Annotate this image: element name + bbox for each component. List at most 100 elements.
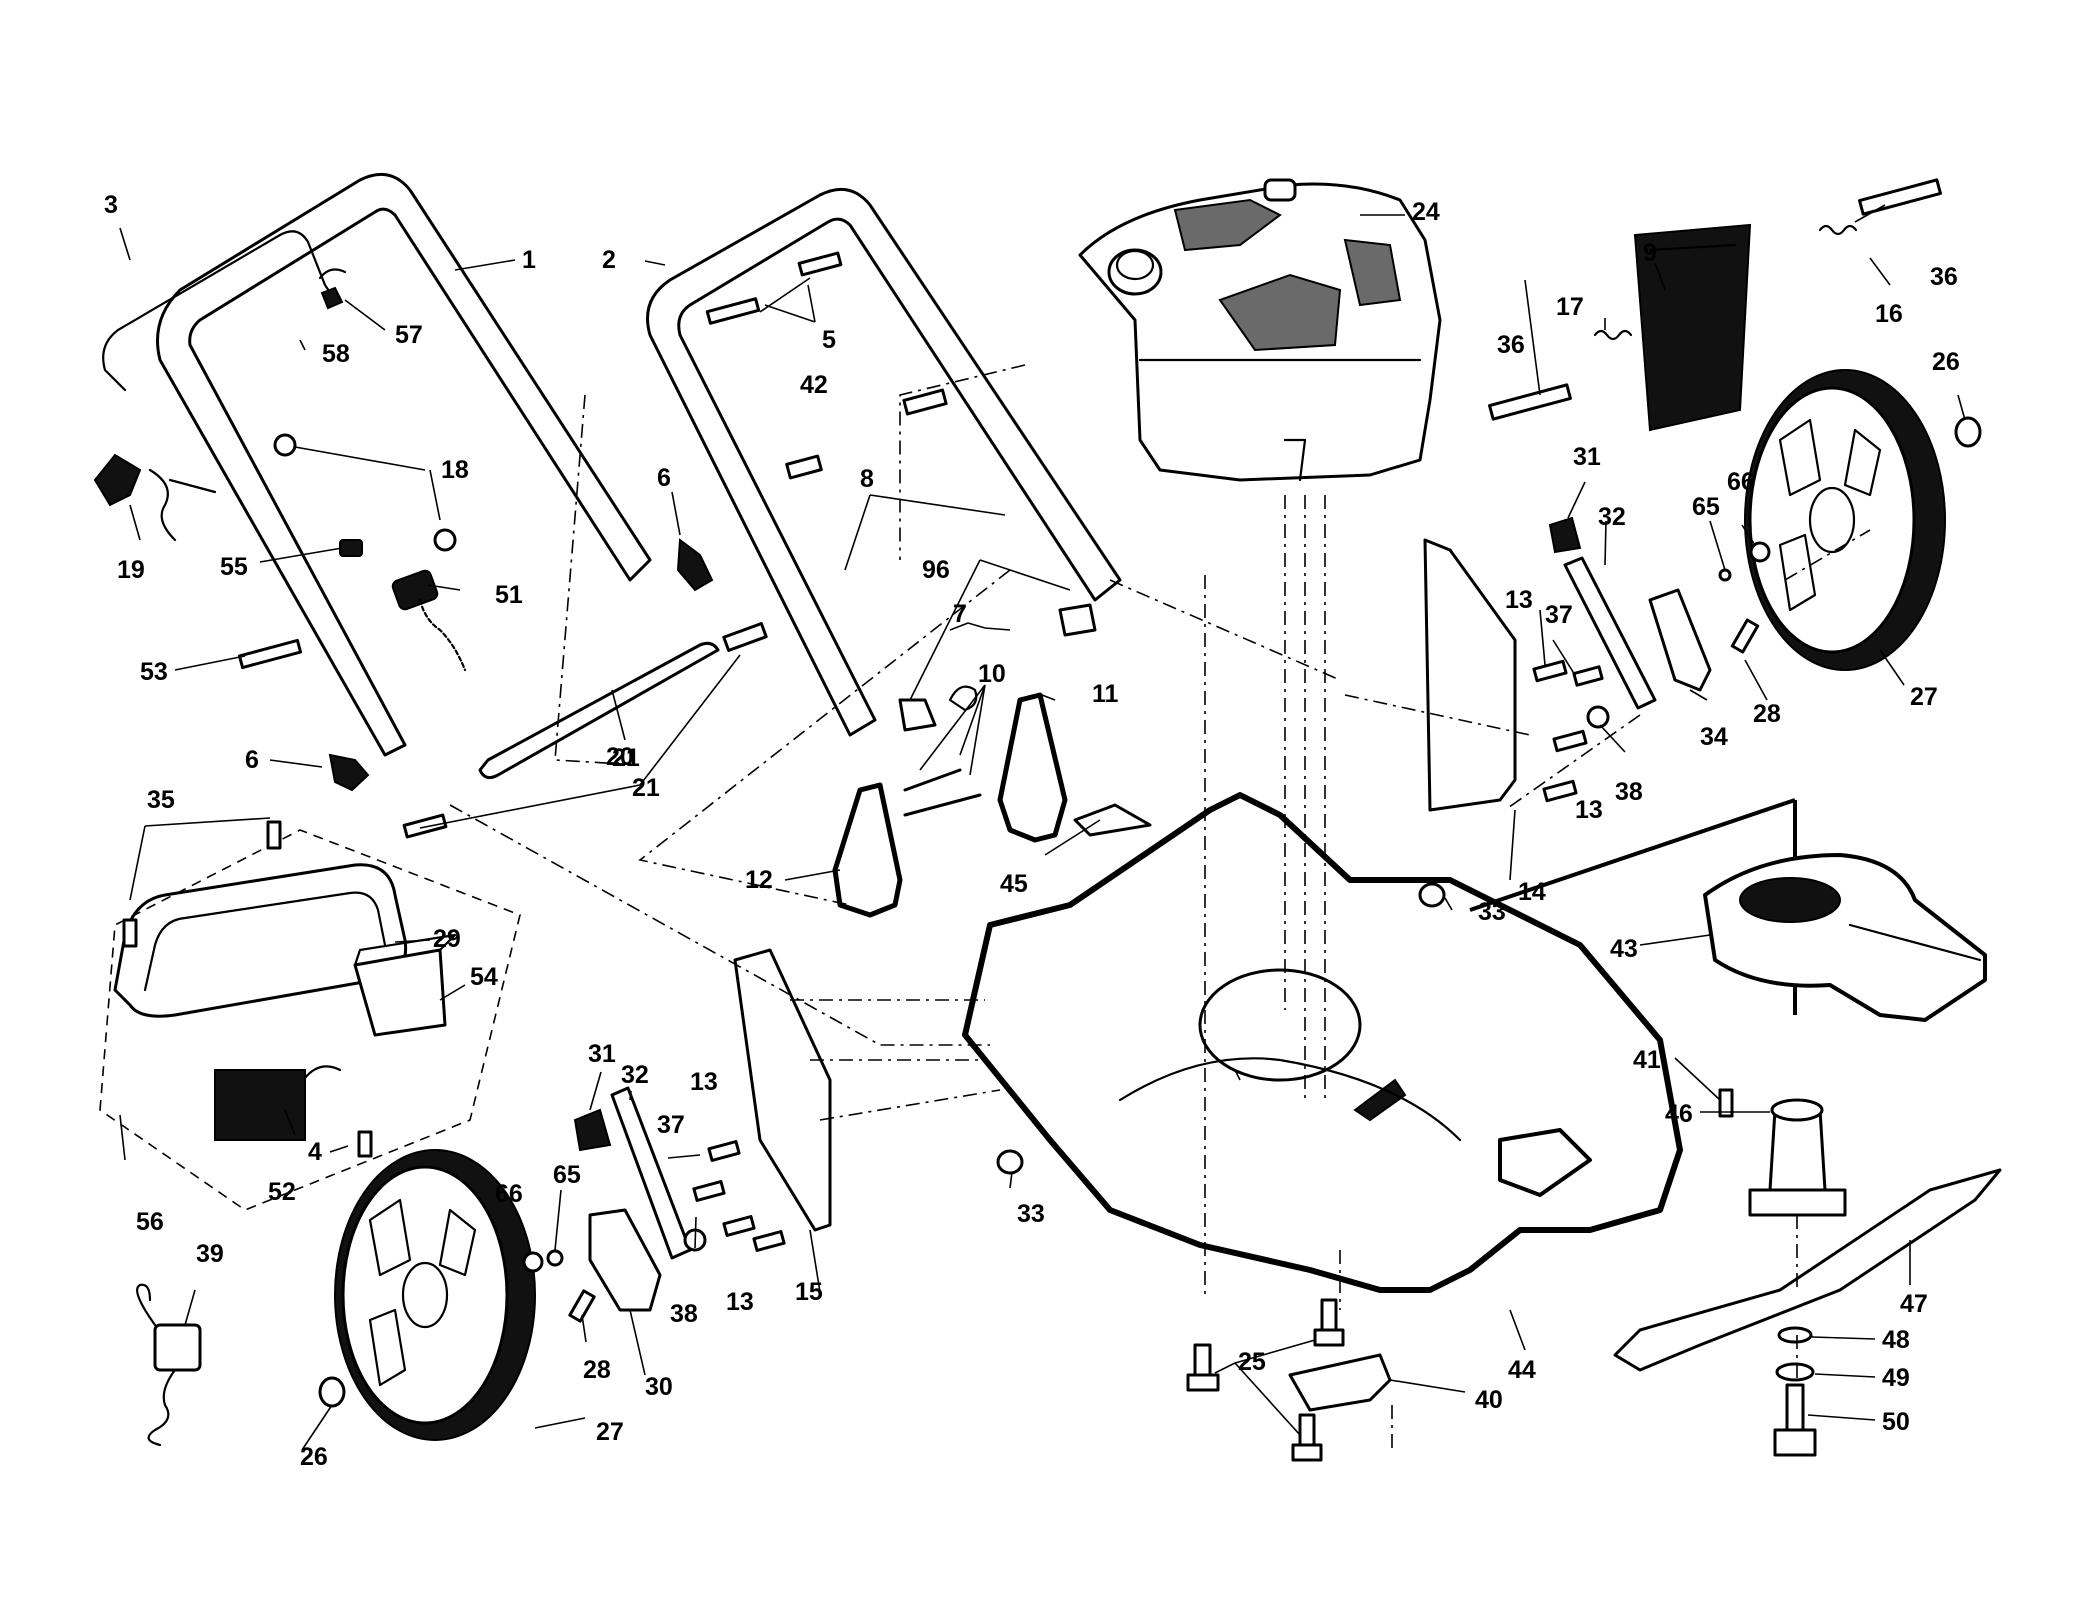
callout-40: 40 bbox=[1475, 1386, 1503, 1414]
front-bracket bbox=[1288, 1353, 1392, 1412]
callout-35: 35 bbox=[147, 786, 175, 814]
callout-51: 51 bbox=[495, 581, 523, 609]
callout-39: 39 bbox=[196, 1240, 224, 1268]
callout-14: 14 bbox=[1518, 878, 1546, 906]
callout-52: 52 bbox=[268, 1178, 296, 1206]
callout-34: 34 bbox=[1700, 723, 1728, 751]
handle-bolts bbox=[237, 251, 948, 839]
side-plates bbox=[733, 538, 1517, 1232]
callout-38-left: 38 bbox=[670, 1300, 698, 1328]
cable-clamp bbox=[391, 569, 439, 611]
callout-26-right: 26 bbox=[1932, 348, 1960, 376]
lower-handle bbox=[646, 187, 1122, 737]
callout-42: 42 bbox=[800, 371, 828, 399]
battery-box-group bbox=[99, 829, 521, 1211]
callout-66-left: 66 bbox=[495, 1180, 523, 1208]
callout-28-left: 28 bbox=[583, 1356, 611, 1384]
callout-numbers: 1 2 3 4 5 6 6 7 8 9 10 11 12 13 13 13 13… bbox=[104, 191, 1960, 1471]
callout-31-right: 31 bbox=[1573, 443, 1601, 471]
callout-65-right: 65 bbox=[1692, 493, 1720, 521]
callout-4: 4 bbox=[308, 1138, 322, 1166]
upper-handle bbox=[156, 172, 652, 757]
callout-36-left: 36 bbox=[1497, 331, 1525, 359]
blade-adapter bbox=[1748, 1098, 1847, 1217]
callout-33-right: 33 bbox=[1478, 898, 1506, 926]
mulch-plug bbox=[1703, 853, 1987, 1022]
cross-bar bbox=[478, 641, 720, 780]
rear-flap bbox=[1488, 178, 1942, 432]
callout-44: 44 bbox=[1508, 1356, 1536, 1384]
callout-1: 1 bbox=[522, 246, 536, 274]
control-bail bbox=[102, 230, 337, 392]
deck bbox=[962, 792, 1797, 1293]
leader-lines bbox=[119, 204, 1966, 1451]
callout-16: 16 bbox=[1875, 300, 1903, 328]
small-parts bbox=[898, 603, 1152, 837]
callout-46: 46 bbox=[1665, 1100, 1693, 1128]
callout-24: 24 bbox=[1412, 198, 1440, 226]
grommet bbox=[273, 433, 297, 457]
callout-37-left: 37 bbox=[657, 1111, 685, 1139]
callout-27-left: 27 bbox=[596, 1418, 624, 1446]
callout-29: 29 bbox=[433, 925, 461, 953]
callout-17: 17 bbox=[1556, 293, 1584, 321]
washer-49 bbox=[1775, 1362, 1815, 1382]
callout-6-upper: 6 bbox=[657, 464, 671, 492]
washer-48 bbox=[1777, 1326, 1813, 1344]
callout-49: 49 bbox=[1882, 1364, 1910, 1392]
callout-7: 7 bbox=[953, 600, 967, 628]
callout-11: 11 bbox=[1092, 680, 1119, 708]
nut-33-a bbox=[1418, 882, 1446, 908]
height-adjusters bbox=[573, 516, 1712, 1312]
left-rear-wheel bbox=[318, 1149, 536, 1441]
deck-bolt-3 bbox=[1291, 1413, 1323, 1462]
callout-6-lower: 6 bbox=[245, 746, 259, 774]
callout-37-right: 37 bbox=[1545, 601, 1573, 629]
assembly-lines bbox=[449, 364, 1871, 1450]
callout-20: 20 bbox=[606, 743, 634, 771]
callout-32-right: 32 bbox=[1598, 503, 1626, 531]
battery-charger bbox=[136, 1283, 202, 1447]
callout-31-left: 31 bbox=[588, 1040, 616, 1068]
callout-13-left-bottom: 13 bbox=[726, 1288, 754, 1316]
callout-25: 25 bbox=[1238, 1348, 1266, 1376]
callout-18: 18 bbox=[441, 456, 469, 484]
callout-45: 45 bbox=[1000, 870, 1028, 898]
callout-21-upper: 21 bbox=[612, 744, 640, 772]
callout-3: 3 bbox=[104, 191, 118, 219]
callout-27-right: 27 bbox=[1910, 683, 1938, 711]
callout-32-left: 32 bbox=[621, 1061, 649, 1089]
callout-13-right-bottom: 13 bbox=[1575, 796, 1603, 824]
callout-57: 57 bbox=[395, 321, 423, 349]
throttle-cable bbox=[148, 468, 217, 542]
callout-38-right: 38 bbox=[1615, 778, 1643, 806]
callout-53: 53 bbox=[140, 658, 168, 686]
misc-fasteners bbox=[122, 268, 1771, 1323]
callout-55: 55 bbox=[220, 553, 248, 581]
callout-65-left: 65 bbox=[553, 1161, 581, 1189]
callout-2: 2 bbox=[602, 246, 616, 274]
engine bbox=[1078, 178, 1442, 482]
callout-54: 54 bbox=[470, 963, 498, 991]
callout-50: 50 bbox=[1882, 1408, 1910, 1436]
callout-28-right: 28 bbox=[1753, 700, 1781, 728]
wing-knobs bbox=[328, 538, 714, 792]
callout-12: 12 bbox=[745, 866, 773, 894]
throttle-knob bbox=[93, 453, 142, 507]
cable-tie-55 bbox=[339, 539, 363, 557]
rear-brackets bbox=[832, 692, 1068, 918]
right-rear-wheel bbox=[1744, 369, 1982, 671]
deck-bolt-2 bbox=[1313, 1298, 1345, 1347]
callout-58: 58 bbox=[322, 340, 350, 368]
callout-13-left-top: 13 bbox=[690, 1068, 718, 1096]
cable-spring bbox=[418, 598, 467, 672]
callout-36-right: 36 bbox=[1930, 263, 1958, 291]
blade bbox=[1613, 1168, 2002, 1372]
callout-5: 5 bbox=[822, 326, 836, 354]
callout-41: 41 bbox=[1633, 1046, 1661, 1074]
deck-bolt-1 bbox=[1186, 1343, 1220, 1392]
callout-8: 8 bbox=[860, 465, 874, 493]
callout-21-left: 21 bbox=[632, 774, 660, 802]
callout-47: 47 bbox=[1900, 1290, 1928, 1318]
